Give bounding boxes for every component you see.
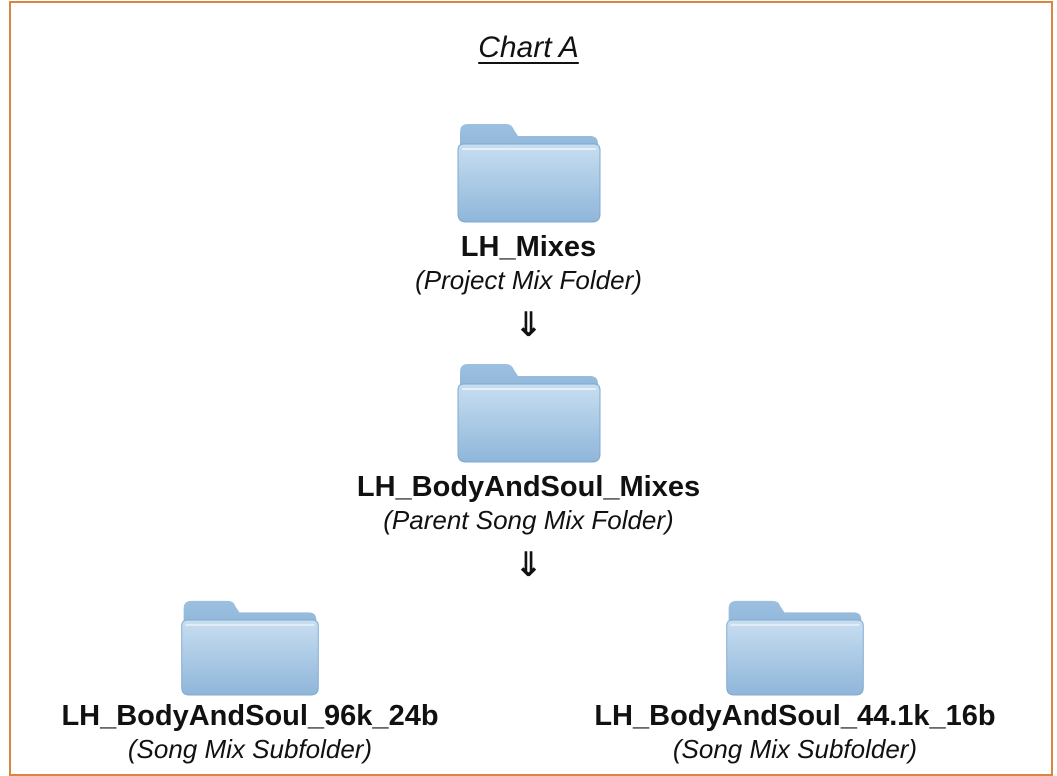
node-song-mix-subfolder-96k: LH_BodyAndSoul_96k_24b (Song Mix Subfold…: [30, 597, 470, 765]
folder-description: (Song Mix Subfolder): [672, 734, 918, 764]
folder-name: LH_BodyAndSoul_Mixes: [356, 471, 701, 503]
folder-icon: [181, 600, 319, 696]
folder-description: (Project Mix Folder): [415, 265, 642, 295]
down-double-arrow-icon: ⇓: [514, 305, 543, 345]
folder-description: (Song Mix Subfolder): [127, 734, 373, 764]
folder-icon: [457, 124, 600, 223]
diagram-title: Chart A: [478, 31, 579, 64]
down-double-arrow-icon: ⇓: [514, 545, 543, 585]
node-parent-song-mix-folder: LH_BodyAndSoul_Mixes (Parent Song Mix Fo…: [0, 360, 1057, 536]
folder-description: (Parent Song Mix Folder): [383, 505, 674, 535]
node-project-mix-folder: LH_Mixes (Project Mix Folder): [0, 120, 1057, 296]
folder-icon: [457, 364, 600, 463]
folder-icon: [726, 600, 864, 696]
folder-name: LH_BodyAndSoul_44.1k_16b: [594, 700, 996, 732]
folder-name: LH_Mixes: [460, 231, 597, 263]
node-song-mix-subfolder-44k: LH_BodyAndSoul_44.1k_16b (Song Mix Subfo…: [560, 597, 1030, 765]
folder-name: LH_BodyAndSoul_96k_24b: [61, 700, 439, 732]
